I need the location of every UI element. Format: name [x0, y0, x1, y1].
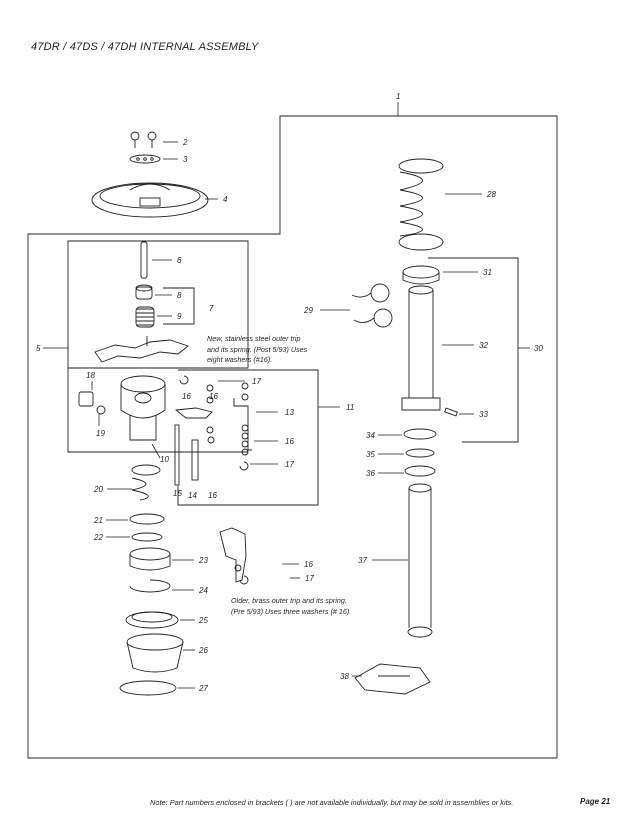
part-17-clip: [179, 375, 189, 385]
part-15-pin: [174, 424, 180, 486]
part-3-plate: [129, 154, 161, 164]
part-27-gasket: [119, 680, 177, 696]
callout-15: 15: [173, 489, 182, 498]
callout-30: 30: [534, 344, 543, 353]
part-33-pin: [444, 407, 458, 417]
callout-26: 26: [198, 646, 208, 655]
callout-11: 11: [346, 403, 354, 412]
footer-note: Note: Part numbers enclosed in brackets …: [150, 798, 514, 807]
callout-numbers: 1 2 3 4 5 6 7 8 9 10 11 13 14 15 16 16 1…: [36, 92, 543, 693]
note-old-trip: Older, brass outer trip and its spring. …: [231, 596, 351, 617]
callout-16d: 16: [304, 560, 313, 569]
callout-23: 23: [198, 556, 208, 565]
part-16-washer: [207, 436, 215, 444]
group-outline-11: [177, 369, 319, 506]
callout-16b: 16: [209, 392, 218, 401]
callout-34: 34: [366, 431, 375, 440]
part-9-spring: [135, 306, 155, 328]
part-13-stainless-trip: [174, 398, 252, 451]
page-title: 47DR / 47DS / 47DH INTERNAL ASSEMBLY: [31, 41, 259, 53]
callout-1: 1: [396, 92, 400, 101]
callout-29: 29: [303, 306, 313, 315]
callout-2: 2: [182, 138, 188, 147]
note-new-trip-line: and its spring. (Post 5/93) Uses: [207, 344, 308, 354]
part-20-spring: [131, 464, 161, 501]
part-32-tube: [401, 285, 441, 411]
callout-16a: 16: [208, 491, 217, 500]
part-14-pin: [191, 439, 199, 481]
part-10-valve-body: [120, 375, 166, 441]
callout-8: 8: [177, 291, 182, 300]
callout-16c: 16: [285, 437, 294, 446]
page-number: Page 21: [580, 797, 611, 806]
callout-5: 5: [36, 344, 41, 353]
part-37-lower-tube: [407, 483, 433, 638]
group-outline-1: [27, 115, 558, 759]
callout-22: 22: [93, 533, 103, 542]
callout-27: 27: [198, 684, 208, 693]
part-17-clip-2: [239, 461, 249, 471]
part-24-snap-ring: [129, 579, 171, 593]
callout-4: 4: [223, 195, 228, 204]
callout-19: 19: [96, 429, 105, 438]
callout-9: 9: [177, 312, 182, 321]
part-38-base-plate: [354, 663, 431, 695]
part-16-washers: [206, 384, 214, 434]
callout-21: 21: [93, 516, 103, 525]
part-18-19-fitting: [78, 391, 106, 415]
part-28-spring: [398, 158, 444, 251]
callout-24: 24: [198, 586, 208, 595]
callout-20: 20: [93, 485, 103, 494]
part-6-pin: [140, 241, 148, 279]
part-16-washer-stack: [241, 382, 249, 456]
callout-28: 28: [486, 190, 496, 199]
callout-18: 18: [86, 371, 95, 380]
callout-37: 37: [358, 556, 367, 565]
part-4-cover: [91, 182, 209, 218]
callout-38: 38: [340, 672, 349, 681]
callout-14: 14: [188, 491, 197, 500]
part-23-sleeve: [129, 547, 171, 571]
part-29-tags: [351, 283, 393, 328]
group-outline-7-bracket: [163, 287, 195, 325]
callout-17b: 17: [285, 460, 294, 469]
callout-36: 36: [366, 469, 375, 478]
part-22-washer: [131, 532, 163, 542]
callout-6: 6: [177, 256, 182, 265]
note-old-trip-line: Older, brass outer trip and its spring.: [231, 596, 347, 605]
part-21-washer: [129, 513, 165, 525]
callout-33: 33: [479, 410, 488, 419]
callout-25: 25: [198, 616, 208, 625]
part-26-base: [126, 633, 184, 673]
part-brass-trip: [219, 527, 249, 585]
callout-17c: 17: [305, 574, 314, 583]
callout-7: 7: [209, 304, 214, 313]
part-2-screws: [130, 131, 157, 148]
group-outline-5: [67, 240, 249, 453]
callout-16e: 16: [182, 392, 191, 401]
callout-31: 31: [483, 268, 492, 277]
part-35-ring: [405, 448, 435, 458]
part-trip-lever: [94, 336, 189, 363]
leader-lines: [43, 102, 530, 689]
part-31-cap: [402, 265, 440, 285]
callout-35: 35: [366, 450, 375, 459]
group-outline-30-bracket: [428, 257, 519, 443]
note-old-trip-line: (Pre 5/93) Uses three washers (# 16).: [231, 606, 352, 616]
part-8-nut: [135, 284, 153, 300]
note-new-trip: New, stainless steel outer trip and its …: [207, 334, 307, 366]
callout-13: 13: [285, 408, 294, 417]
callout-10: 10: [160, 455, 169, 464]
callout-3: 3: [183, 155, 188, 164]
note-new-trip-line: eight washers (#16).: [207, 355, 273, 364]
part-34-ring: [403, 428, 437, 440]
part-36-ring: [404, 465, 436, 477]
callout-17a: 17: [252, 377, 261, 386]
part-25-ring: [125, 611, 179, 629]
callout-32: 32: [479, 341, 488, 350]
note-new-trip-line: New, stainless steel outer trip: [207, 334, 301, 343]
